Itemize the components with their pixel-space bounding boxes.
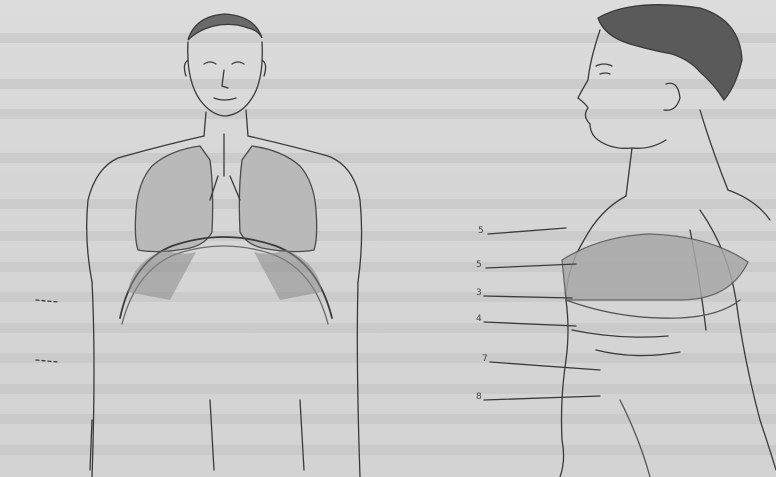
callout-label-4: 4	[476, 314, 482, 324]
callout-label-8: 8	[476, 392, 482, 402]
callout-label-3: 3	[476, 288, 482, 298]
callout-label-5a: 5	[478, 226, 484, 236]
callout-label-5b: 5	[476, 260, 482, 270]
callout-label-7: 7	[482, 354, 488, 364]
